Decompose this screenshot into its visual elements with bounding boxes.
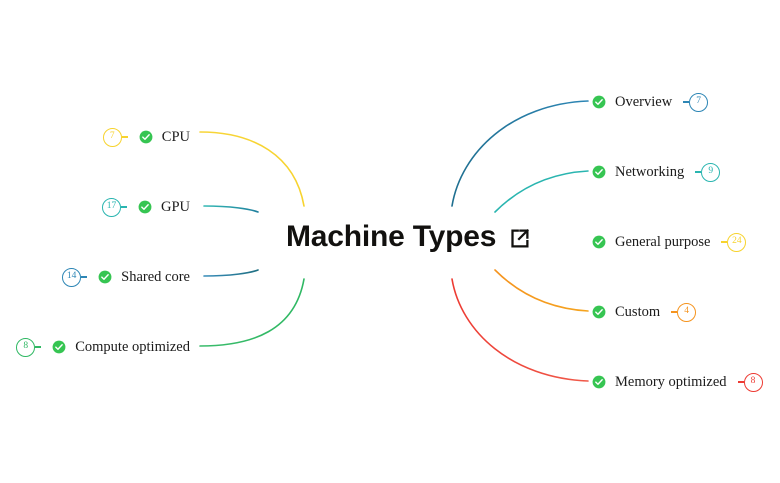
badge-cpu: 7: [102, 127, 128, 147]
node-label: Shared core: [121, 268, 190, 285]
badge-stem: [81, 276, 88, 278]
check-circle-icon: [98, 270, 112, 284]
check-circle-icon: [592, 95, 606, 109]
node-label: General purpose: [615, 233, 711, 250]
node-label: Networking: [615, 163, 685, 180]
node-custom[interactable]: Custom 4: [592, 301, 697, 323]
edge-custom: [494, 269, 589, 312]
badge-stem: [695, 171, 702, 173]
node-gpu[interactable]: 17 GPU: [0, 196, 190, 218]
badge-stem: [737, 381, 744, 383]
badge-compute-optimized: 8: [16, 337, 42, 357]
page-title: Machine Types: [286, 220, 497, 253]
node-networking[interactable]: Networking 9: [592, 161, 721, 183]
check-circle-icon: [139, 130, 153, 144]
node-overview[interactable]: Overview 7: [592, 91, 709, 113]
edge-shared-core: [203, 269, 259, 277]
badge-stem: [121, 136, 128, 138]
badge-count: 9: [701, 162, 721, 182]
root-node[interactable]: Machine Types: [286, 222, 530, 252]
badge-count: 17: [101, 197, 121, 217]
node-cpu[interactable]: 7 CPU: [0, 126, 190, 148]
badge-gpu: 17: [101, 197, 127, 217]
badge-stem: [683, 101, 690, 103]
external-link-icon[interactable]: [509, 228, 530, 249]
badge-memory-optimized: 8: [737, 372, 763, 392]
edge-compute-optimized: [199, 278, 305, 347]
check-circle-icon: [592, 375, 606, 389]
badge-stem: [120, 206, 127, 208]
badge-count: 24: [727, 232, 747, 252]
node-compute-optimized[interactable]: 8 Compute optimized: [0, 336, 190, 358]
badge-custom: 4: [671, 302, 697, 322]
badge-count: 7: [689, 92, 709, 112]
node-label: GPU: [160, 198, 190, 215]
badge-stem: [721, 241, 728, 243]
node-label: Custom: [615, 303, 661, 320]
badge-stem: [671, 311, 678, 313]
node-general-purpose[interactable]: General purpose 24: [592, 231, 747, 253]
check-circle-icon: [592, 305, 606, 319]
node-label: Overview: [615, 93, 673, 110]
edge-overview: [451, 100, 589, 207]
node-label: Compute optimized: [75, 338, 190, 355]
badge-count: 7: [102, 127, 122, 147]
check-circle-icon: [138, 200, 152, 214]
node-shared-core[interactable]: 14 Shared core: [0, 266, 190, 288]
edge-gpu: [203, 205, 259, 213]
badge-count: 14: [62, 267, 82, 287]
node-label: CPU: [161, 128, 190, 145]
edge-memory-optimized: [451, 278, 589, 382]
edge-cpu: [199, 131, 305, 207]
check-circle-icon: [592, 235, 606, 249]
node-label: Memory optimized: [615, 373, 727, 390]
badge-networking: 9: [695, 162, 721, 182]
badge-count: 8: [743, 372, 763, 392]
badge-general-purpose: 24: [721, 232, 747, 252]
check-circle-icon: [592, 165, 606, 179]
check-circle-icon: [52, 340, 66, 354]
badge-shared-core: 14: [62, 267, 88, 287]
badge-count: 8: [16, 337, 36, 357]
badge-overview: 7: [683, 92, 709, 112]
badge-stem: [35, 346, 42, 348]
badge-count: 4: [677, 302, 697, 322]
node-memory-optimized[interactable]: Memory optimized 8: [592, 371, 763, 393]
edge-networking: [494, 170, 589, 213]
